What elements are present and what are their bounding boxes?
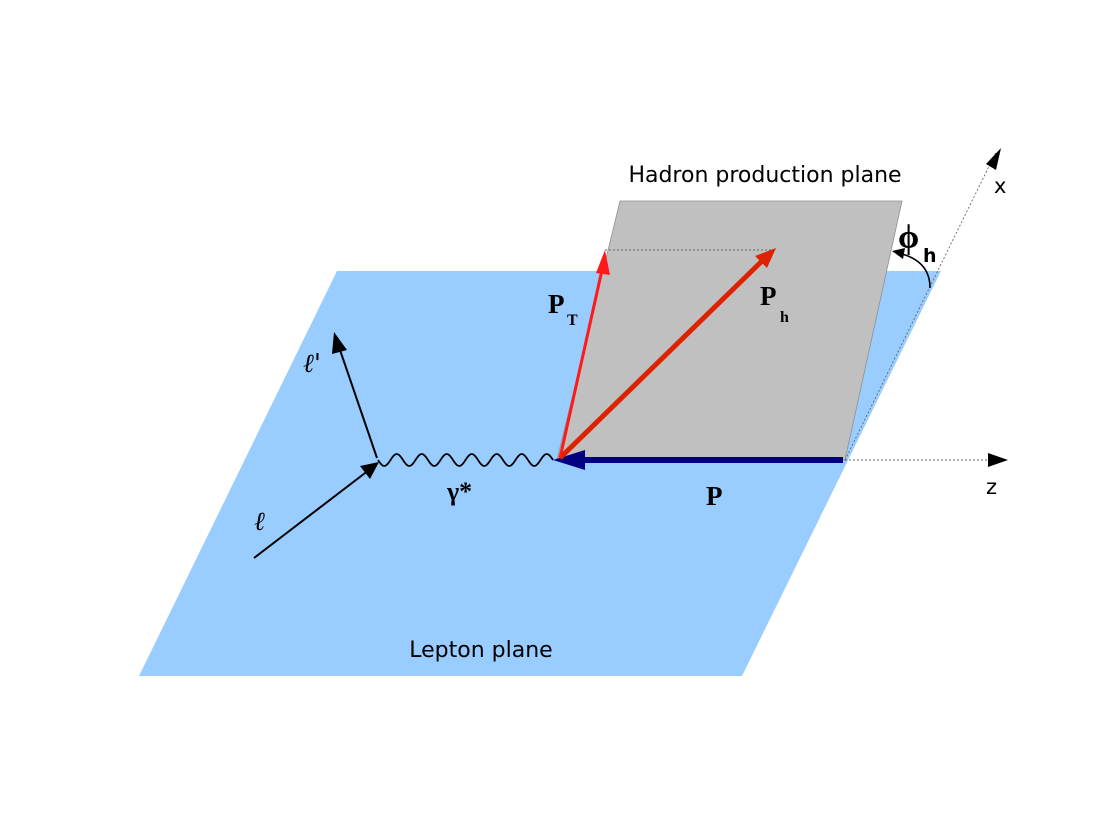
lepton-plane-label: Lepton plane — [409, 638, 552, 663]
pt-vector-arrowhead — [596, 250, 610, 275]
phi-h-symbol: ϕ — [898, 219, 919, 256]
p-vector-arrowhead — [553, 450, 585, 470]
ph-label-subscript: h — [780, 309, 789, 326]
incoming-lepton-label: ℓ — [254, 507, 265, 537]
x-axis-label: x — [994, 174, 1006, 198]
virtual-photon-label: γ* — [446, 477, 472, 506]
ph-vector-line — [558, 259, 764, 460]
z-axis-label: z — [986, 475, 997, 499]
ph-label-main: P — [760, 281, 777, 311]
phi-h-subscript: h — [923, 245, 937, 267]
outgoing-lepton-arrowhead — [332, 332, 347, 354]
phi-h-arc-arrowhead — [892, 248, 905, 259]
pt-vector-line — [558, 269, 604, 459]
pt-label-main: P — [548, 289, 565, 319]
p-label: P — [706, 481, 723, 511]
hadron-production-plane — [556, 200, 903, 461]
hadron-plane-label: Hadron production plane — [628, 163, 901, 188]
phi-h-angle-arc — [901, 253, 931, 289]
x-axis-arrowhead — [986, 148, 1001, 170]
outgoing-lepton-line — [339, 349, 378, 459]
ph-vector-arrowhead — [755, 248, 776, 268]
z-axis-arrowhead — [988, 453, 1008, 467]
virtual-photon-wavy-line — [377, 453, 554, 467]
outgoing-lepton-label: ℓ' — [303, 349, 321, 379]
incoming-lepton-arrowhead — [360, 462, 379, 479]
pt-label-subscript: T — [567, 312, 578, 329]
incoming-lepton-line — [253, 469, 370, 559]
x-axis-guide-line — [844, 151, 997, 461]
